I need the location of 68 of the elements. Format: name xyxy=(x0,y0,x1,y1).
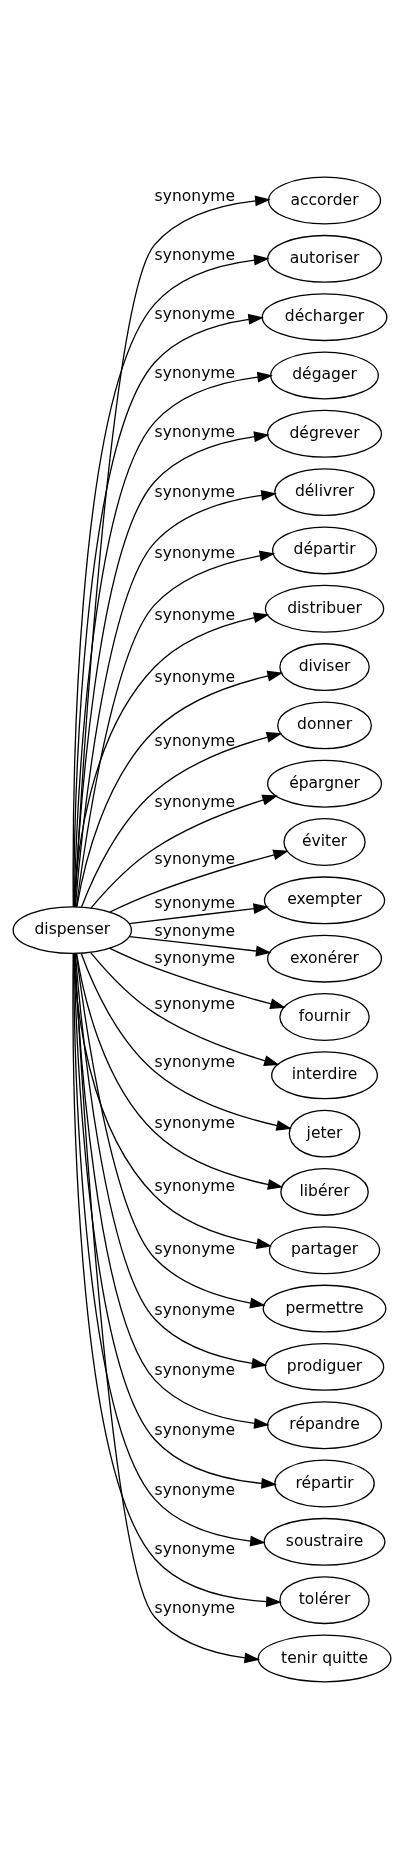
arrow xyxy=(109,947,286,1010)
node-ellipse: fournir xyxy=(279,993,370,1041)
edge-label: synonyme xyxy=(154,1053,236,1071)
arrow xyxy=(75,953,266,1309)
node-ellipse: épargner xyxy=(267,759,383,808)
node-ellipse: soustraire xyxy=(263,1517,386,1566)
edge-label: synonyme xyxy=(154,423,236,442)
node-ellipse: tolérer xyxy=(279,1576,370,1625)
edge-label: synonyme xyxy=(154,1598,236,1617)
edge-label: synonyme xyxy=(154,187,236,206)
node-ellipse: donner xyxy=(277,701,373,750)
edge-label: synonyme xyxy=(154,731,236,750)
node-ellipse: dispenser xyxy=(12,906,133,955)
node-ellipse: délivrer xyxy=(274,468,375,517)
arrow xyxy=(73,612,270,908)
edge-label: synonyme xyxy=(154,1113,236,1132)
node-ellipse: prodiguer xyxy=(264,1342,385,1391)
arrow xyxy=(80,952,292,1131)
node-ellipse: libérer xyxy=(280,1167,369,1216)
edge-label: synonyme xyxy=(154,1540,236,1559)
arrow xyxy=(72,952,282,1608)
node-ellipse: dégager xyxy=(270,351,379,400)
node-ellipse: jeter xyxy=(288,1109,361,1158)
edge-label: synonyme xyxy=(154,245,236,264)
edge-label: synonyme xyxy=(154,792,236,811)
edge-label: synonyme xyxy=(154,305,236,324)
arrow xyxy=(74,953,261,1664)
edge-label: synonyme xyxy=(154,1300,236,1319)
edge-label: synonyme xyxy=(154,994,236,1013)
edge-label: synonyme xyxy=(154,668,236,687)
node-ellipse: accorder xyxy=(267,176,382,225)
node-ellipse: exempter xyxy=(263,876,386,925)
node-ellipse: partager xyxy=(268,1226,381,1275)
edge-label: synonyme xyxy=(154,605,236,624)
node-ellipse: distribuer xyxy=(264,584,385,633)
arrow xyxy=(81,732,283,908)
edge-label: synonyme xyxy=(154,1239,236,1258)
node-ellipse: interdire xyxy=(271,1051,378,1100)
node-ellipse: décharger xyxy=(261,293,388,342)
arrow xyxy=(75,952,284,1190)
node-ellipse: dégrever xyxy=(267,409,383,458)
arrow xyxy=(90,951,280,1066)
arrow xyxy=(75,550,276,908)
node-ellipse: permettre xyxy=(262,1284,387,1333)
node-ellipse: départir xyxy=(272,526,378,575)
arrow xyxy=(90,794,278,909)
edge-label: synonyme xyxy=(154,363,236,382)
arrow xyxy=(128,935,272,957)
node-ellipse: éviter xyxy=(283,818,366,866)
node-ellipse: autoriser xyxy=(267,234,383,283)
node-ellipse: tenir quitte xyxy=(257,1634,392,1683)
edge-label: synonyme xyxy=(154,543,236,562)
arrow xyxy=(128,903,270,925)
node-ellipse: diviser xyxy=(279,643,370,692)
node-ellipse: répartir xyxy=(274,1459,375,1508)
arrow xyxy=(76,670,283,908)
edge-label: synonyme xyxy=(154,482,236,501)
edge-label: synonyme xyxy=(154,849,236,868)
node-ellipse: exonérer xyxy=(267,934,383,983)
edge-label: synonyme xyxy=(154,922,236,941)
node-ellipse: répandre xyxy=(267,1401,383,1450)
edge-label: synonyme xyxy=(154,949,236,968)
edge-label: synonyme xyxy=(154,1480,236,1499)
edge-label: synonyme xyxy=(154,893,236,912)
edge-label: synonyme xyxy=(154,1361,236,1380)
edge-label: synonyme xyxy=(154,1177,236,1196)
edge-label: synonyme xyxy=(154,1421,236,1440)
arrow xyxy=(109,849,289,913)
